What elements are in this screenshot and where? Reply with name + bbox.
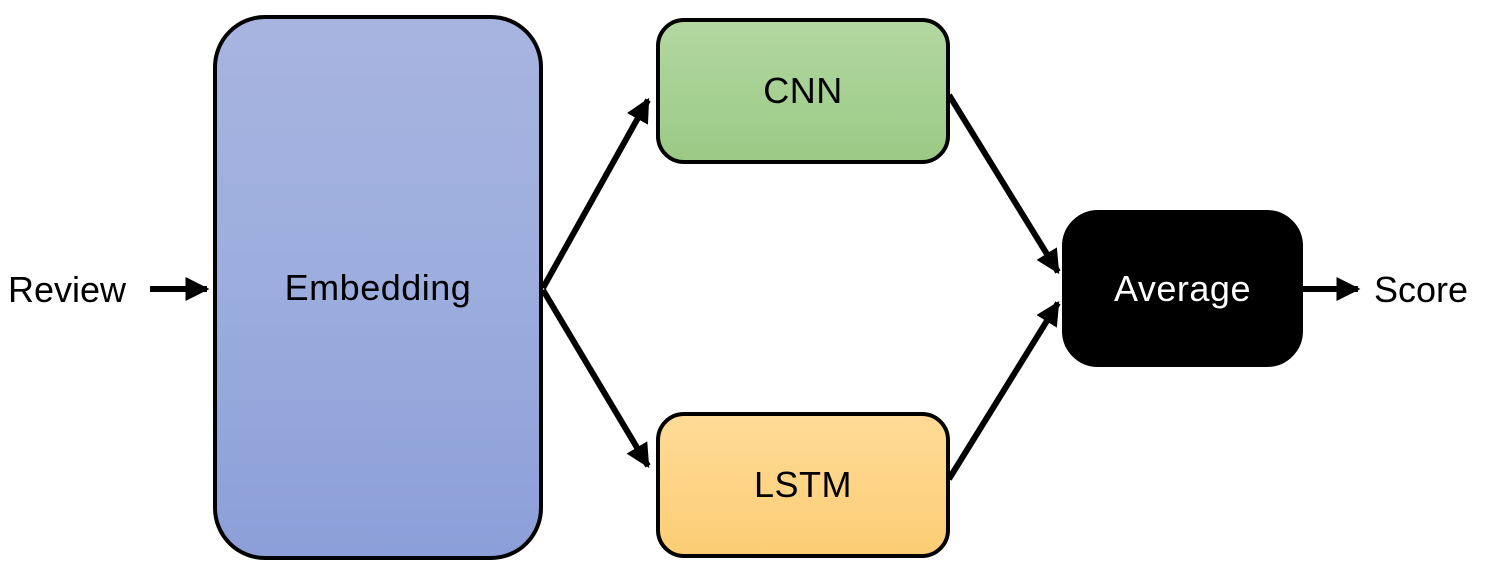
input-label-review: Review: [7, 269, 127, 310]
node-lstm: LSTM: [656, 412, 950, 558]
node-cnn-label: CNN: [763, 70, 843, 111]
edge-embedding-to-lstm-arrow: [540, 288, 651, 469]
node-embedding-label: Embedding: [284, 266, 472, 308]
node-average-label: Average: [1114, 267, 1251, 309]
edge-cnn-to-average-arrow: [946, 93, 1061, 275]
node-average: Average: [1062, 210, 1303, 367]
node-lstm-label: LSTM: [753, 464, 852, 505]
node-cnn: CNN: [656, 18, 950, 164]
output-label-score: Score: [1373, 269, 1469, 310]
edge-embedding-to-cnn-arrow: [540, 97, 651, 290]
node-embedding: Embedding: [213, 15, 543, 560]
edge-lstm-to-average-arrow: [946, 300, 1061, 481]
